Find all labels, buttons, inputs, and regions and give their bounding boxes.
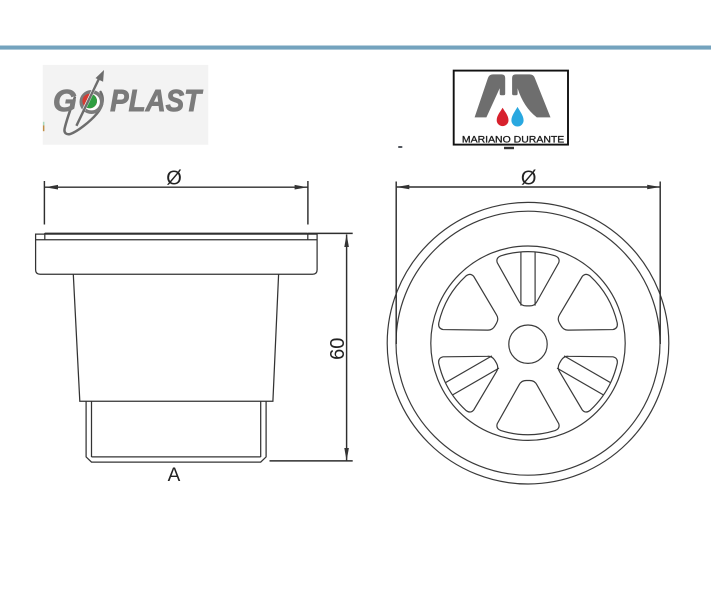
svg-text:G: G — [53, 84, 77, 118]
svg-text:Ø: Ø — [521, 168, 537, 190]
svg-text:PLAST: PLAST — [110, 84, 203, 118]
svg-text:MARIANO DURANTE: MARIANO DURANTE — [462, 134, 564, 145]
svg-text:60: 60 — [327, 338, 349, 360]
svg-text:A: A — [168, 465, 181, 486]
svg-text:Ø: Ø — [166, 168, 182, 190]
